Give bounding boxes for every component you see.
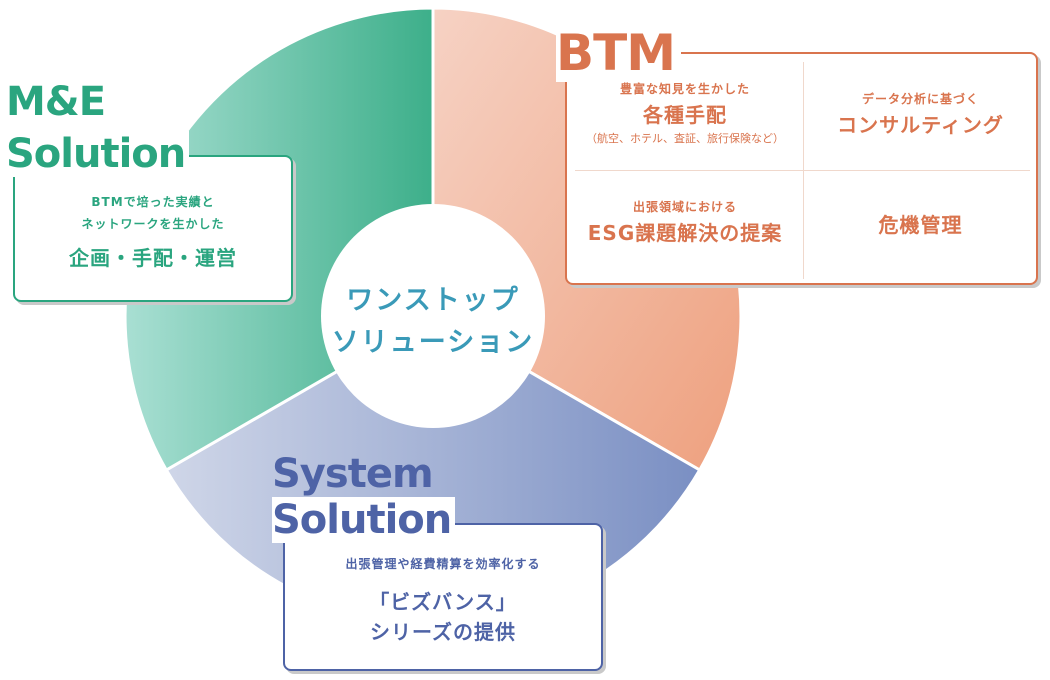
btm-title: BTM: [556, 24, 681, 82]
me-solution-box: BTMで培った実績と ネットワークを生かした 企画・手配・運営: [13, 155, 293, 302]
btm-cell2-small: データ分析に基づく: [861, 92, 979, 106]
center-label-line1: ワンストップ: [346, 285, 520, 316]
center-label: ワンストップ ソリューション: [328, 280, 538, 364]
system-solution-title: System Solution: [272, 451, 456, 543]
system-main-line1: 「ビズバンス」: [369, 590, 517, 614]
system-solution-box: 出張管理や経費精算を効率化する 「ビズバンス」 シリーズの提供: [283, 523, 603, 671]
center-label-line2: ソリューション: [331, 327, 535, 358]
center-circle: [321, 204, 545, 428]
btm-grid-hline: [575, 170, 1030, 171]
btm-cell-consulting: データ分析に基づく コンサルティング: [803, 88, 1038, 140]
me-title-line1: M&E: [6, 79, 106, 125]
btm-cell4-big: 危機管理: [878, 213, 963, 237]
btm-cell3-big: ESG課題解決の提案: [587, 221, 783, 245]
btm-cell3-small: 出張領域における: [632, 200, 737, 214]
me-main-text: 企画・手配・運営: [69, 246, 237, 270]
me-desc-line2: ネットワークを生かした: [81, 217, 225, 231]
system-title-line2: Solution: [272, 497, 456, 543]
btm-cell1-note: （航空、ホテル、査証、旅行保険など）: [586, 132, 784, 145]
btm-cell-arrangements: 豊富な知見を生かした 各種手配 （航空、ホテル、査証、旅行保険など）: [567, 78, 803, 148]
system-title-line1: System: [272, 451, 434, 497]
btm-cell1-small: 豊富な知見を生かした: [619, 82, 750, 96]
btm-title-text: BTM: [556, 24, 681, 82]
btm-cell2-big: コンサルティング: [837, 113, 1004, 137]
btm-box: 豊富な知見を生かした 各種手配 （航空、ホテル、査証、旅行保険など） データ分析…: [565, 52, 1038, 285]
btm-cell-crisis: 危機管理: [803, 210, 1038, 240]
me-solution-title: M&E Solution: [6, 79, 190, 177]
btm-cell-esg: 出張領域における ESG課題解決の提案: [567, 196, 803, 248]
system-desc: 出張管理や経費精算を効率化する: [345, 557, 541, 571]
system-main-line2: シリーズの提供: [370, 620, 516, 644]
me-desc-line1: BTMで培った実績と: [91, 195, 215, 209]
btm-cell1-big: 各種手配: [643, 103, 727, 127]
me-title-line2: Solution: [6, 131, 190, 177]
